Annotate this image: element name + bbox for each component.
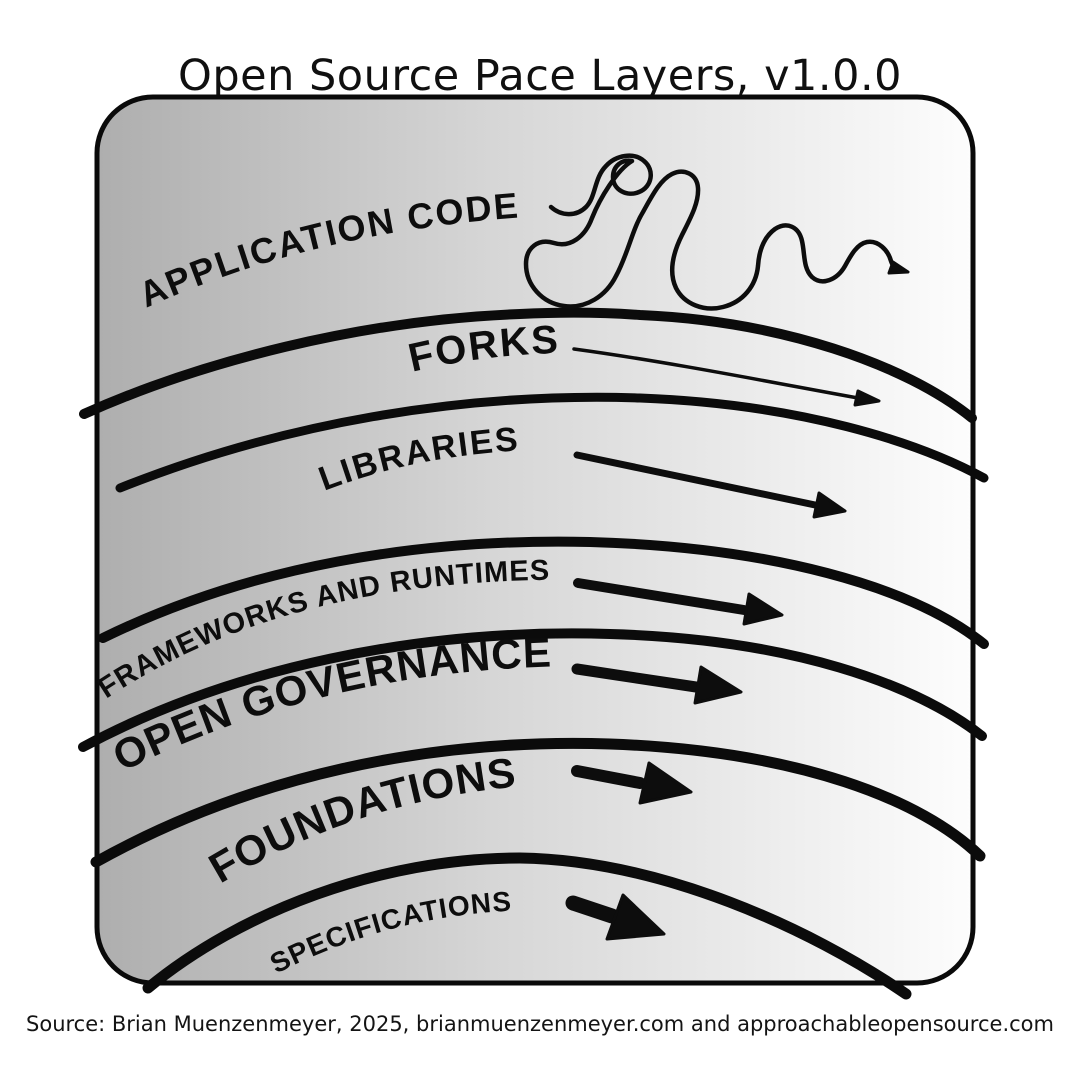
layer-boundary-forks-top (79, 307, 977, 423)
squiggle-arrowhead-icon (887, 260, 910, 275)
foundations-pace-arrow (571, 761, 693, 805)
forks-pace-arrow (572, 347, 881, 407)
layer-boundary-libraries-top (115, 392, 989, 493)
source-caption: Source: Brian Muenzenmeyer, 2025, brianm… (26, 1012, 1054, 1036)
layer-boundary-governance-top (78, 628, 987, 752)
layer-boundary-foundations-top (90, 737, 986, 868)
application-code-squiggle-arrow (523, 153, 910, 311)
specifications-pace-arrow (565, 893, 666, 941)
page-title: Open Source Pace Layers, v1.0.0 (178, 50, 902, 101)
layer-boundary-specifications-top (142, 852, 912, 1000)
frameworks-pace-arrow (573, 578, 784, 626)
layer-boundary-frameworks-top (98, 536, 989, 649)
governance-pace-arrow (571, 663, 743, 705)
libraries-pace-arrow (573, 451, 847, 519)
